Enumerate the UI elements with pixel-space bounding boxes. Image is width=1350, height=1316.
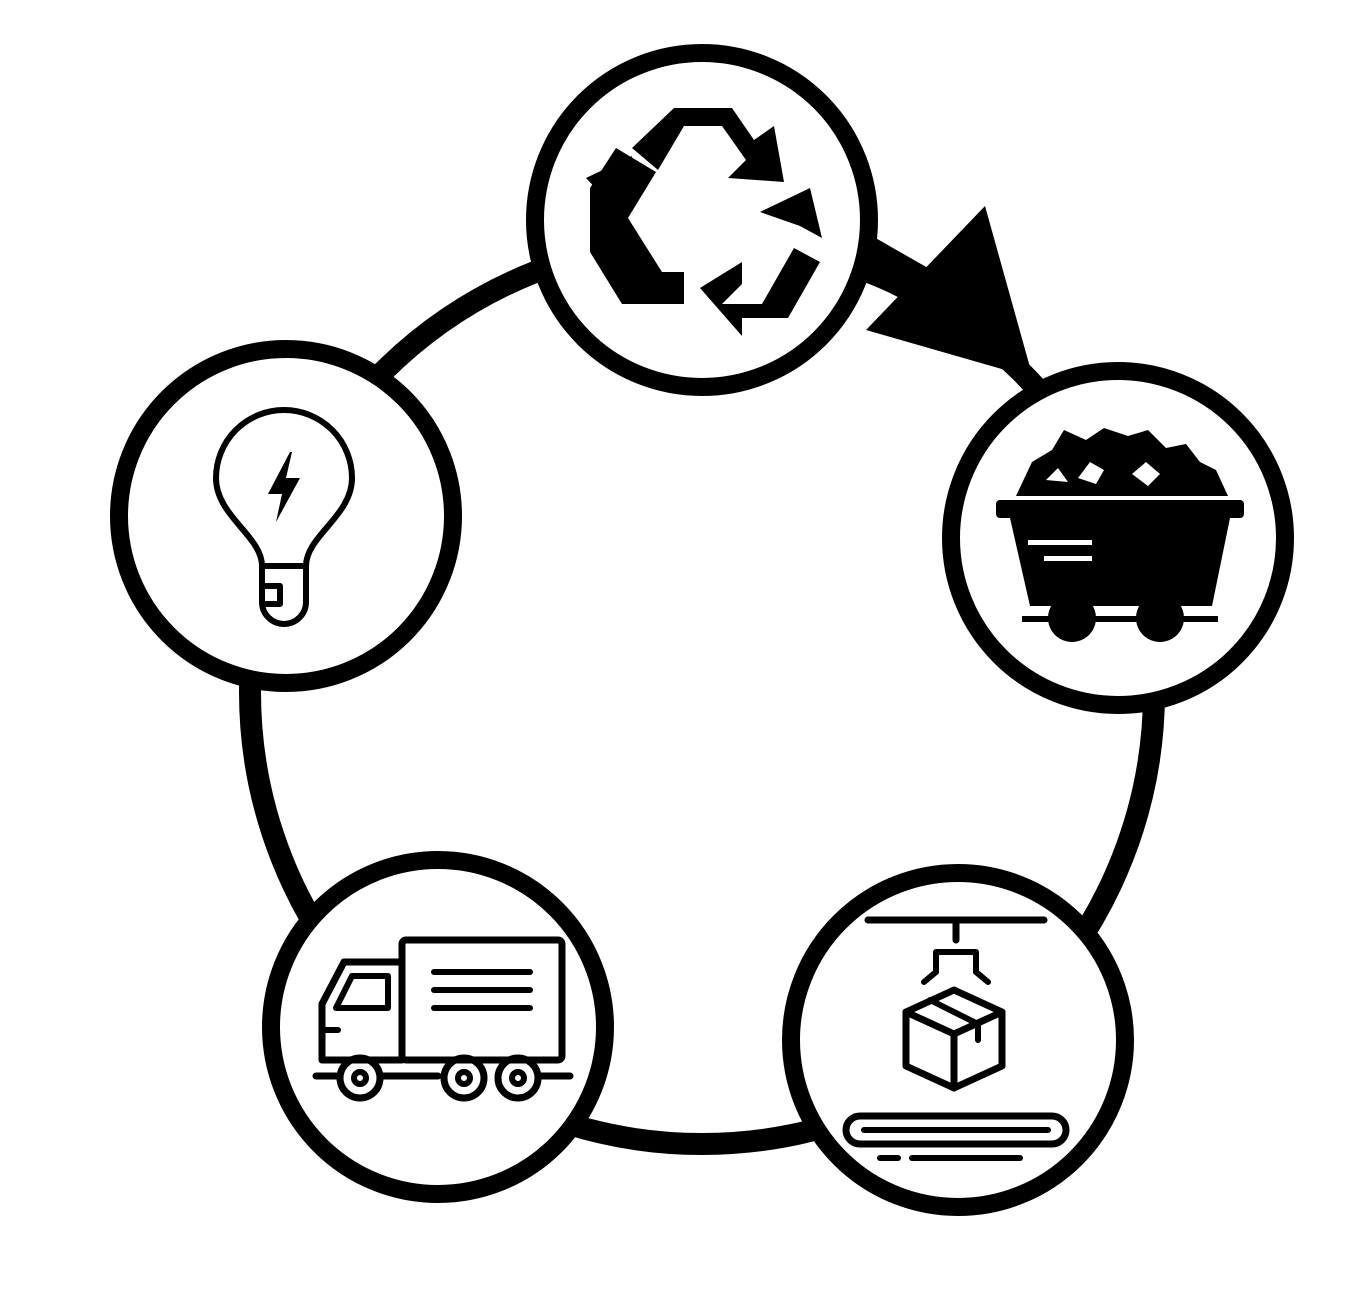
node-manufacturing <box>782 864 1134 1216</box>
mine-cart-icon <box>996 428 1244 642</box>
node-use <box>110 340 462 692</box>
node-mining <box>942 362 1294 714</box>
node-transport <box>262 851 614 1203</box>
lightbulb-icon <box>213 407 355 627</box>
truck-icon <box>312 936 574 1102</box>
conveyor-icon <box>842 916 1070 1161</box>
recycle-icon <box>586 108 822 336</box>
node-recycle <box>526 44 878 396</box>
